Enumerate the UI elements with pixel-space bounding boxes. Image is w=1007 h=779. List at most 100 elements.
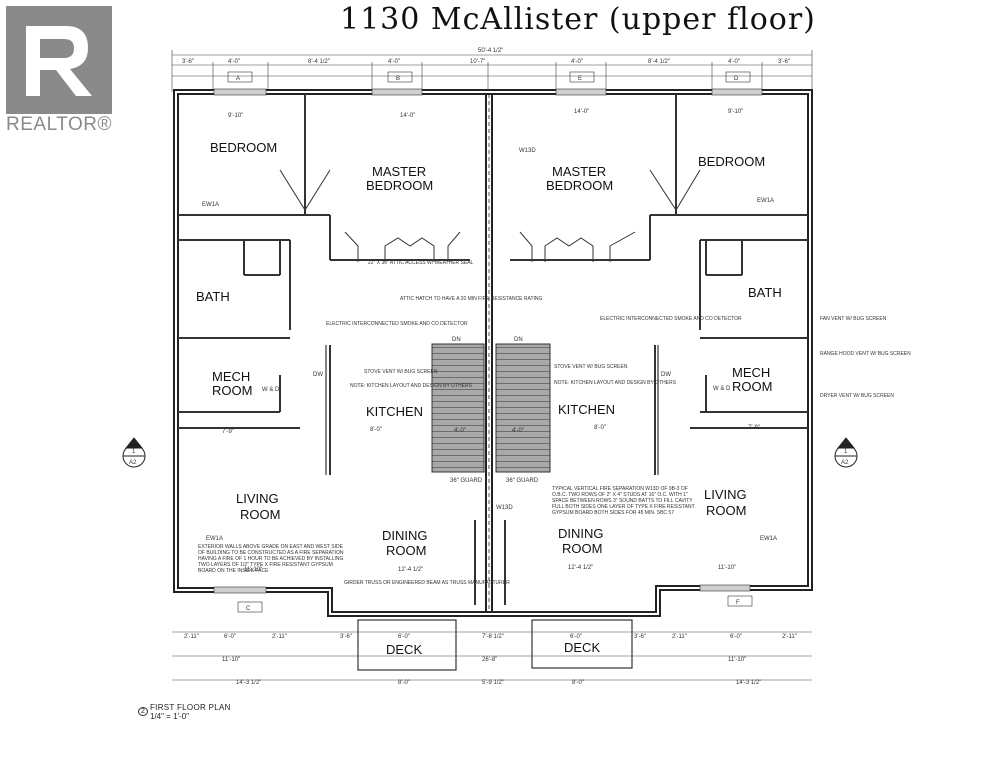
dim-bot-row3-midleft: 8'-0" bbox=[398, 680, 410, 686]
window-label-a: A bbox=[236, 76, 240, 82]
label-dw-left: DW bbox=[313, 372, 323, 378]
label-wd-left: W & D bbox=[262, 387, 280, 393]
note-detector-right: ELECTRIC INTERCONNECTED SMOKE AND CO DET… bbox=[600, 316, 742, 322]
dim-top-e: 8'-4 1/2" bbox=[648, 59, 670, 65]
dim-bedroom-right-width: 9'-10" bbox=[728, 109, 743, 115]
dim-bot-row3-left: 14'-3 1/2" bbox=[236, 680, 261, 686]
room-master-right-2: BEDROOM bbox=[546, 178, 613, 193]
dim-top-d: 3'-6" bbox=[778, 59, 790, 65]
dim-top-a: 3'-6" bbox=[182, 59, 194, 65]
window-tag-c bbox=[237, 601, 263, 613]
dim-bot-11: 2'-11" bbox=[782, 634, 797, 640]
window-b bbox=[371, 88, 423, 96]
dim-bot-7: 6'-0" bbox=[570, 634, 582, 640]
note-stove-vent-right: STOVE VENT W/ BUG SCREEN bbox=[554, 364, 628, 370]
label-w13d-top: W13D bbox=[519, 148, 536, 154]
window-c bbox=[213, 586, 267, 594]
room-bath-right: BATH bbox=[748, 285, 782, 300]
bottom-dimension-lines bbox=[172, 631, 812, 681]
dim-living-right-width: 11'-10" bbox=[718, 565, 736, 571]
caption-number: 2 bbox=[138, 707, 148, 716]
room-bedroom-right: BEDROOM bbox=[698, 154, 765, 169]
realtor-logo bbox=[6, 6, 112, 114]
closet-right-c bbox=[609, 231, 636, 262]
room-master-left-2: BEDROOM bbox=[366, 178, 433, 193]
top-dimension-lines bbox=[171, 50, 813, 92]
note-kitchen-layout-left: NOTE: KITCHEN LAYOUT AND DESIGN BY OTHER… bbox=[350, 383, 473, 389]
note-dryer-vent: DRYER VENT W/ BUG SCREEN bbox=[820, 393, 894, 399]
dim-bot-1: 2'-11" bbox=[184, 634, 199, 640]
window-label-b: B bbox=[396, 76, 400, 82]
note-girder: GIRDER TRUSS OR ENGINEERED BEAM AS TRUSS… bbox=[344, 580, 510, 586]
section-right-num: 1 bbox=[844, 449, 848, 455]
dim-bot-2: 6'-0" bbox=[224, 634, 236, 640]
label-ew1a-tr: EW1A bbox=[757, 198, 774, 204]
label-w13d-bottom: W13D bbox=[496, 505, 513, 511]
stair-left bbox=[431, 343, 485, 473]
deck-right bbox=[531, 619, 633, 669]
dim-top-e-w: 4'-0" bbox=[571, 59, 583, 65]
dim-kitchen-right: 8'-0" bbox=[594, 425, 606, 431]
window-label-f: F bbox=[736, 600, 740, 606]
door-swing-left-bedroom bbox=[279, 169, 331, 211]
caption-scale: 1/4" = 1'-0" bbox=[150, 712, 190, 721]
stair-dn-right: DN bbox=[514, 337, 523, 343]
dim-dining-right-width: 12'-4 1/2" bbox=[568, 565, 593, 571]
label-ew1a-tl: EW1A bbox=[202, 202, 219, 208]
room-living-right-2: ROOM bbox=[706, 503, 746, 518]
label-ew1a-bl: EW1A bbox=[206, 536, 223, 542]
note-fan-vent: FAN VENT W/ BUG SCREEN bbox=[820, 316, 887, 322]
dim-bot-6: 7'-8 1/2" bbox=[482, 634, 504, 640]
window-d bbox=[711, 88, 763, 96]
dim-bot-4: 3'-6" bbox=[340, 634, 352, 640]
section-right-ref: A2 bbox=[841, 460, 849, 466]
dim-bot-row2-left: 11'-10" bbox=[222, 657, 240, 663]
deck-left bbox=[357, 619, 457, 671]
dim-bot-row3-right: 14'-3 1/2" bbox=[736, 680, 761, 686]
caption-title: FIRST FLOOR PLAN bbox=[150, 703, 231, 712]
dim-bot-row3-midright: 8'-0" bbox=[572, 680, 584, 686]
window-tag-b bbox=[387, 71, 413, 83]
stair-right bbox=[495, 343, 551, 473]
dim-master-right-width: 14'-0" bbox=[574, 109, 589, 115]
room-dining-right-2: ROOM bbox=[562, 541, 602, 556]
closet-left-b bbox=[384, 237, 435, 262]
label-dw-right: DW bbox=[661, 372, 671, 378]
note-exterior-walls: EXTERIOR WALLS ABOVE GRADE ON EAST AND W… bbox=[198, 544, 344, 574]
room-master-left-1: MASTER bbox=[372, 164, 426, 179]
interior-walls-right bbox=[504, 94, 808, 605]
closet-right-b bbox=[544, 237, 594, 262]
room-dining-left-1: DINING bbox=[382, 528, 428, 543]
room-deck-left: DECK bbox=[386, 642, 422, 657]
note-stove-vent-left: STOVE VENT W/ BUG SCREEN bbox=[364, 369, 438, 375]
dim-bot-8: 3'-6" bbox=[634, 634, 646, 640]
room-dining-left-2: ROOM bbox=[386, 543, 426, 558]
room-kitchen-left: KITCHEN bbox=[366, 404, 423, 419]
dim-bot-row2-mid: 26'-8" bbox=[482, 657, 497, 663]
guard-left: 36" GUARD bbox=[450, 478, 483, 484]
window-a bbox=[213, 88, 267, 96]
dim-top-ab: 8'-4 1/2" bbox=[308, 59, 330, 65]
note-detector-left: ELECTRIC INTERCONNECTED SMOKE AND CO DET… bbox=[326, 321, 468, 327]
guard-right: 36" GUARD bbox=[506, 478, 539, 484]
stair-width-right: 4'-0" bbox=[512, 428, 524, 434]
dim-bot-row3-mid: 5'-9 1/2" bbox=[482, 680, 504, 686]
dim-top-be: 10'-7" bbox=[470, 59, 485, 65]
room-bedroom-left: BEDROOM bbox=[210, 140, 277, 155]
dim-bot-row2-right: 11'-10" bbox=[728, 657, 746, 663]
room-mech-right-2: ROOM bbox=[732, 379, 772, 394]
party-wall bbox=[485, 94, 493, 612]
window-f bbox=[699, 584, 751, 592]
stair-dn-left: DN bbox=[452, 337, 461, 343]
window-e bbox=[555, 88, 607, 96]
door-swing-right-bedroom bbox=[649, 169, 701, 211]
room-living-right-1: LIVING bbox=[704, 487, 747, 502]
section-left-num: 1 bbox=[132, 449, 136, 455]
dim-top-ed: 4'-0" bbox=[728, 59, 740, 65]
handwritten-address-title: 1130 McAllister (upper floor) bbox=[340, 2, 816, 37]
note-attic-hatch: ATTIC HATCH TO HAVE A 20 MIN FIRE RESIST… bbox=[400, 296, 543, 302]
room-bath-left: BATH bbox=[196, 289, 230, 304]
room-living-left-1: LIVING bbox=[236, 491, 279, 506]
room-kitchen-right: KITCHEN bbox=[558, 402, 615, 417]
